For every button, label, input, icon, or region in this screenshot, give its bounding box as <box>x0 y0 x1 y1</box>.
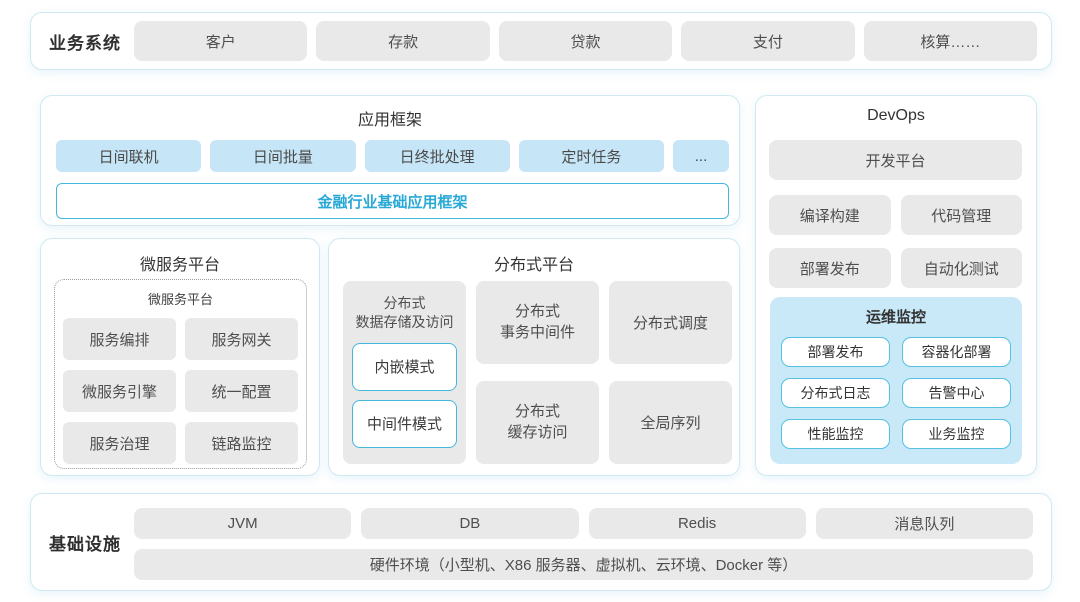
distributed-transaction-cell: 分布式 事务中间件 <box>476 281 599 364</box>
distributed-panel: 分布式平台 分布式 数据存储及访问 内嵌模式 中间件模式 分布式 事务中间件 分… <box>328 238 740 476</box>
distributed-cache-cell: 分布式 缓存访问 <box>476 381 599 464</box>
devops-deploy-release: 部署发布 <box>769 248 891 288</box>
monitor-distributed-log: 分布式日志 <box>781 378 890 408</box>
devops-code-management: 代码管理 <box>900 195 1022 235</box>
hardware-environment-bar: 硬件环境（小型机、X86 服务器、虚拟机、云环境、Docker 等） <box>134 549 1033 580</box>
infra-db: DB <box>361 508 579 539</box>
devops-title: DevOps <box>867 107 925 124</box>
ops-monitoring-title: 运维监控 <box>865 309 926 326</box>
monitor-performance: 性能监控 <box>781 419 890 449</box>
monitor-container-deploy: 容器化部署 <box>902 337 1011 367</box>
microservice-inner-title: 微服务平台 <box>147 292 213 307</box>
monitor-business: 业务监控 <box>902 419 1011 449</box>
storage-mode-middleware: 中间件模式 <box>352 399 457 448</box>
monitor-alert-center: 告警中心 <box>902 378 1011 408</box>
micro-item-gateway: 服务网关 <box>185 318 298 360</box>
microservice-grid: 服务编排 服务网关 微服务引擎 统一配置 服务治理 链路监控 <box>63 318 298 464</box>
business-systems-panel: 业务系统 客户 存款 贷款 支付 核算…… <box>30 12 1052 70</box>
app-framework-row: 日间联机 日间批量 日终批处理 定时任务 ... <box>56 140 729 172</box>
business-item-deposit: 存款 <box>316 21 490 61</box>
micro-item-orchestration: 服务编排 <box>63 318 176 360</box>
devops-panel: DevOps 开发平台 编译构建 代码管理 部署发布 自动化测试 运维监控 部署… <box>755 95 1037 476</box>
micro-item-config: 统一配置 <box>185 370 298 412</box>
infrastructure-rows: JVM DB Redis 消息队列 硬件环境（小型机、X86 服务器、虚拟机、云… <box>134 508 1033 580</box>
monitor-deploy-release: 部署发布 <box>781 337 890 367</box>
business-item-customer: 客户 <box>134 21 308 61</box>
micro-item-governance: 服务治理 <box>63 422 176 464</box>
distributed-grid: 分布式 数据存储及访问 内嵌模式 中间件模式 分布式 事务中间件 分布式调度 分… <box>343 281 732 464</box>
infrastructure-row-1: JVM DB Redis 消息队列 <box>134 508 1033 539</box>
app-framework-title: 应用框架 <box>357 112 422 129</box>
storage-mode-embedded: 内嵌模式 <box>352 342 457 391</box>
business-item-payment: 支付 <box>681 21 855 61</box>
appfw-item-scheduled-task: 定时任务 <box>518 140 664 172</box>
business-item-accounting: 核算…… <box>863 21 1038 61</box>
devops-automated-testing: 自动化测试 <box>900 248 1022 288</box>
infra-message-queue: 消息队列 <box>815 508 1033 539</box>
appfw-item-more: ... <box>673 140 729 172</box>
appfw-item-eod-batch: 日终批处理 <box>364 140 510 172</box>
appfw-item-daytime-batch: 日间批量 <box>210 140 356 172</box>
distributed-storage-box: 分布式 数据存储及访问 内嵌模式 中间件模式 <box>343 281 466 464</box>
appfw-item-daytime-online: 日间联机 <box>56 140 202 172</box>
finance-base-framework: 金融行业基础应用框架 <box>56 183 729 219</box>
business-systems-label: 业务系统 <box>49 33 121 53</box>
infra-jvm: JVM <box>134 508 352 539</box>
distributed-title: 分布式平台 <box>493 257 574 274</box>
infra-redis: Redis <box>588 508 806 539</box>
devops-build: 编译构建 <box>769 195 891 235</box>
business-systems-row: 客户 存款 贷款 支付 核算…… <box>134 21 1038 61</box>
infrastructure-label: 基础设施 <box>49 534 121 554</box>
devops-dev-platform: 开发平台 <box>769 140 1022 180</box>
devops-row-2: 部署发布 自动化测试 <box>769 248 1022 288</box>
app-framework-panel: 应用框架 日间联机 日间批量 日终批处理 定时任务 ... 金融行业基础应用框架 <box>40 95 740 226</box>
business-item-loan: 贷款 <box>498 21 673 61</box>
global-sequence-cell: 全局序列 <box>609 381 732 464</box>
ops-monitoring-grid: 部署发布 容器化部署 分布式日志 告警中心 性能监控 业务监控 <box>781 337 1011 449</box>
microservice-panel: 微服务平台 微服务平台 服务编排 服务网关 微服务引擎 统一配置 服务治理 链路… <box>40 238 320 476</box>
devops-row-1: 编译构建 代码管理 <box>769 195 1022 235</box>
microservice-title: 微服务平台 <box>139 257 220 274</box>
distributed-scheduling-cell: 分布式调度 <box>609 281 732 364</box>
distributed-storage-label: 分布式 数据存储及访问 <box>355 295 454 330</box>
micro-item-engine: 微服务引擎 <box>63 370 176 412</box>
ops-monitoring-box: 运维监控 部署发布 容器化部署 分布式日志 告警中心 性能监控 业务监控 <box>770 297 1022 464</box>
microservice-dotted-box: 微服务平台 服务编排 服务网关 微服务引擎 统一配置 服务治理 链路监控 <box>54 279 307 469</box>
infrastructure-panel: 基础设施 JVM DB Redis 消息队列 硬件环境（小型机、X86 服务器、… <box>30 493 1052 591</box>
micro-item-tracing: 链路监控 <box>185 422 298 464</box>
